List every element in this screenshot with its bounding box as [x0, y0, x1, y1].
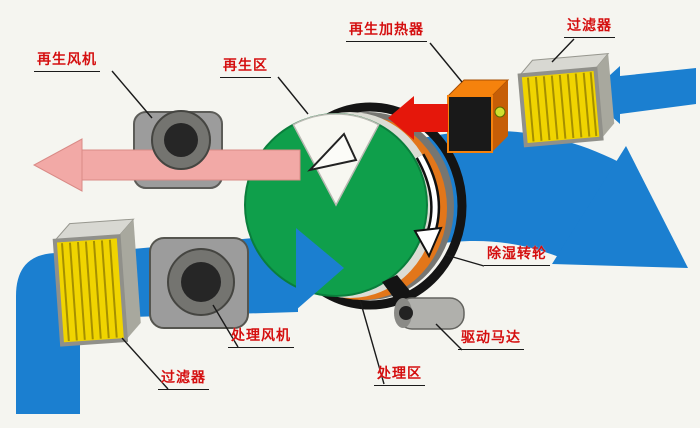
leader-regen-heater — [429, 42, 463, 83]
process-fan-inlet — [181, 262, 221, 302]
label-regeneration-heater: 再生加热器 — [346, 22, 427, 42]
leader-lines — [111, 38, 575, 390]
process-air-into-wheel-arrowhead — [296, 228, 344, 310]
leader-regen-fan — [111, 70, 153, 119]
leader-process-fan — [212, 304, 239, 348]
regen-fan-inlet — [164, 123, 198, 157]
label-process-zone: 处理区 — [374, 366, 425, 386]
leader-filter-bottom — [121, 337, 169, 390]
label-drive-motor: 驱动马达 — [458, 330, 524, 350]
motor-pulley — [399, 306, 413, 320]
drive-motor — [382, 275, 465, 330]
leader-process-zone — [359, 299, 385, 385]
leader-regen-zone — [277, 76, 309, 115]
hot-air-arrowhead — [388, 96, 414, 140]
filter-bottom-unit — [52, 218, 141, 347]
hot-air-duct — [414, 104, 448, 132]
regeneration-heater — [446, 79, 510, 153]
hot-air-arrow — [388, 96, 448, 140]
label-filter-bottom: 过滤器 — [158, 370, 209, 390]
exhaust-arrowhead — [32, 138, 83, 192]
heater-indicator-dot — [494, 106, 506, 118]
filter-top-unit — [517, 53, 615, 148]
label-filter-top: 过滤器 — [564, 18, 615, 38]
leader-filter-top — [551, 38, 575, 63]
label-regeneration-zone: 再生区 — [220, 58, 271, 78]
sector-flow-arrow-icon — [307, 132, 358, 172]
wheel-rotation-arrow-icon — [413, 153, 443, 259]
label-process-fan: 处理风机 — [228, 328, 294, 348]
process-fan — [149, 237, 249, 329]
inlet-duct-top — [620, 68, 696, 114]
filter-top-pleats — [526, 72, 598, 142]
leader-wheel — [445, 254, 485, 267]
leader-motor — [435, 323, 463, 351]
heater-front-panel — [447, 95, 493, 153]
rotation-arrowhead — [413, 226, 443, 259]
filter-bottom-pleats — [61, 239, 118, 342]
outlet-arrowhead — [552, 146, 688, 268]
label-desiccant-wheel: 除湿转轮 — [484, 246, 550, 266]
label-regeneration-fan: 再生风机 — [34, 52, 100, 72]
